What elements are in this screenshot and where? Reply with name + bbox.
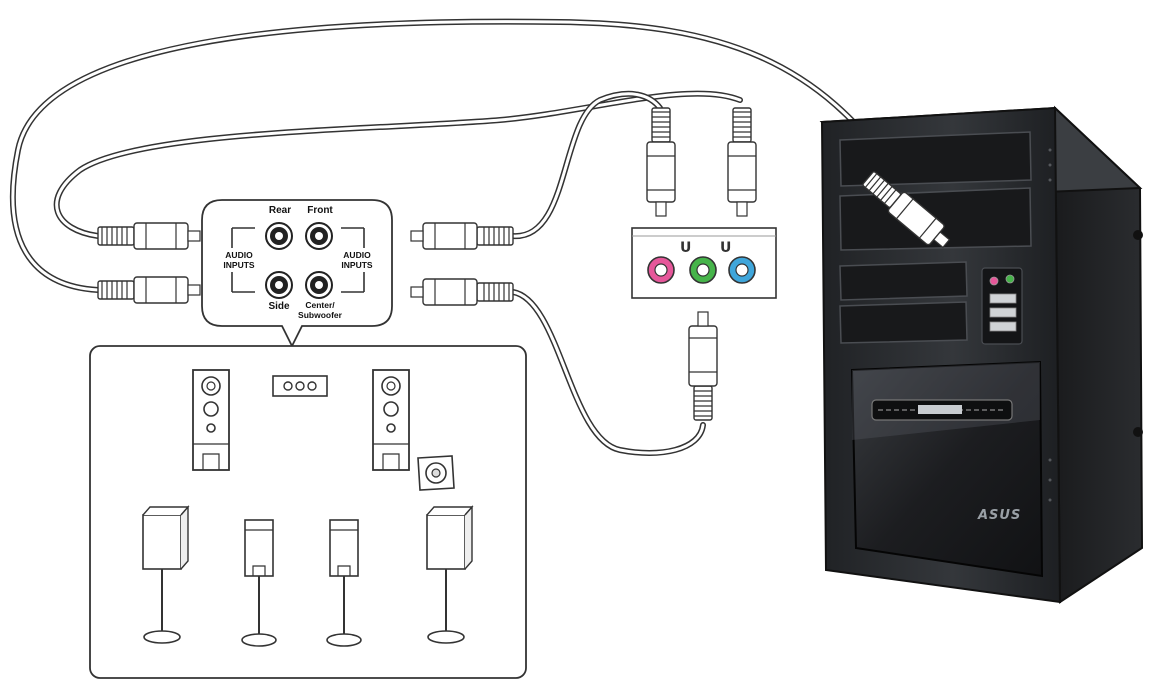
svg-text:U: U — [720, 240, 731, 256]
plug-icon — [98, 277, 200, 303]
label-audio-inputs-left-2: INPUTS — [216, 261, 262, 270]
center-jack-icon — [306, 272, 332, 298]
plug-icon — [411, 223, 513, 249]
front-headphone-port-icon — [1006, 275, 1014, 283]
usb-port-icon — [990, 322, 1016, 331]
side-jack-icon — [266, 272, 292, 298]
label-audio-inputs-left: AUDIO — [216, 251, 262, 260]
front-jack-icon — [306, 223, 332, 249]
label-center: Center/ — [300, 301, 340, 310]
svg-text:U: U — [680, 240, 691, 256]
label-front: Front — [302, 206, 338, 217]
label-audio-inputs-right-2: INPUTS — [334, 261, 380, 270]
plug-icon — [98, 223, 200, 249]
label-audio-inputs-right: AUDIO — [334, 251, 380, 260]
audio-jack-icon-green — [690, 257, 716, 283]
rear-jack-icon — [266, 223, 292, 249]
plug-icon — [689, 312, 717, 420]
cable-inner-loop — [57, 94, 740, 236]
rear-audio-port-panel: U U — [632, 228, 776, 298]
speaker-input-box — [202, 200, 392, 346]
usb-port-icon — [990, 308, 1016, 317]
plug-icon — [647, 108, 675, 216]
front-mic-port-icon — [990, 277, 998, 285]
speaker-icon-front-right — [373, 370, 409, 470]
plug-icon — [411, 279, 513, 305]
brand-logo: ASUS — [978, 508, 1021, 523]
label-rear: Rear — [264, 206, 296, 217]
usb-port-icon — [990, 294, 1016, 303]
label-subwoofer: Subwoofer — [292, 311, 348, 320]
speaker-icon-subwoofer — [418, 456, 454, 490]
speaker-icon-center — [273, 376, 327, 396]
audio-jack-icon-blue — [729, 257, 755, 283]
audio-jack-icon-pink — [648, 257, 674, 283]
speaker-icon-front-left — [193, 370, 229, 470]
plug-icon — [728, 108, 756, 216]
speaker-layout-panel — [90, 346, 526, 678]
label-side: Side — [264, 302, 294, 313]
